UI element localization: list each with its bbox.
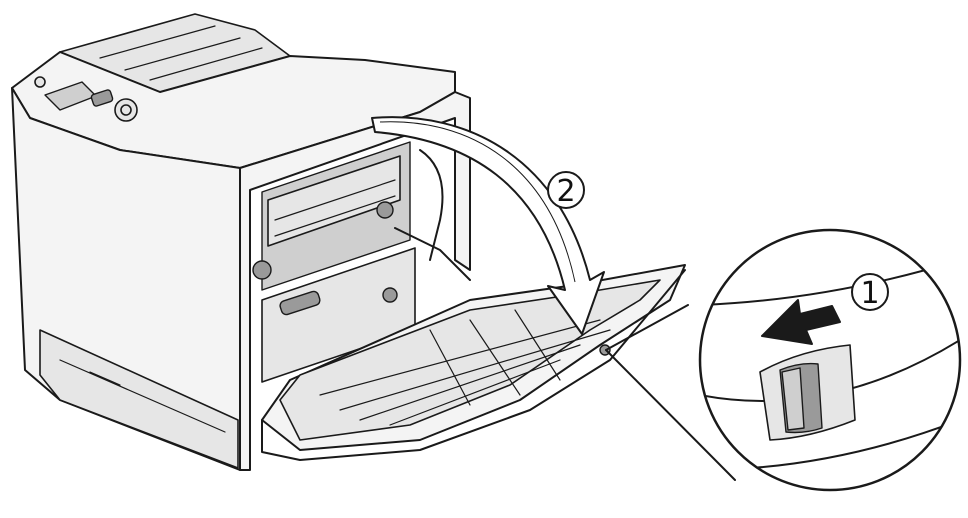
power-button [34, 76, 46, 88]
inner-mechanism [252, 141, 471, 383]
step-1-marker: 1 [851, 273, 889, 311]
step-1-label: 1 [860, 276, 879, 311]
paper-tray [39, 329, 239, 469]
printer-illustration [11, 13, 471, 471]
panel-button [90, 89, 114, 107]
open-cover-arrow-icon [371, 116, 605, 335]
step-2-marker: 2 [547, 171, 585, 209]
side-panel [239, 91, 471, 471]
step-2-label: 2 [556, 174, 575, 209]
control-panel [34, 76, 138, 122]
release-lever-arrow-icon [761, 299, 841, 345]
